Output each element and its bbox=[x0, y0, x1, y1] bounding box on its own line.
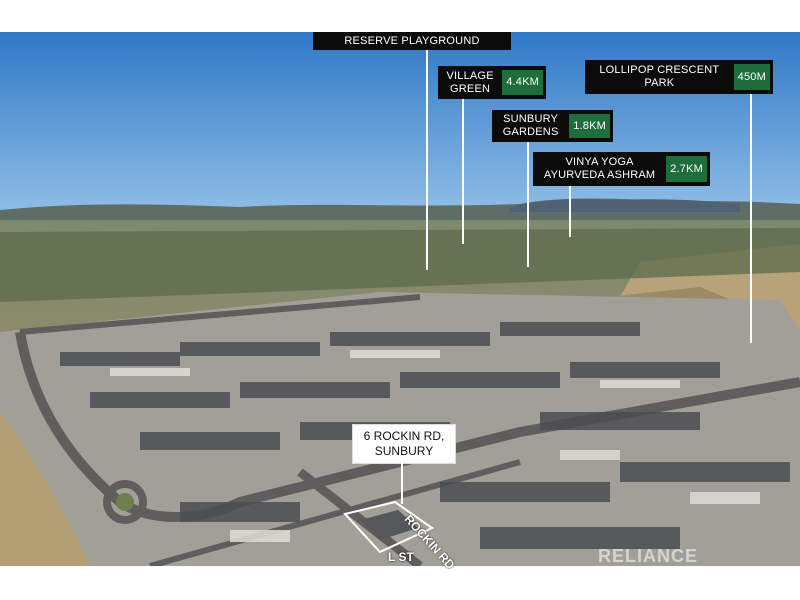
vinya-yoga-label: VINYA YOGA AYURVEDA ASHRAM 2.7KM bbox=[533, 152, 710, 186]
vinya-yoga-line2: AYURVEDA ASHRAM bbox=[543, 169, 656, 181]
address-line1: 6 ROCKIN RD, bbox=[363, 429, 445, 443]
village-green-line1: VILLAGE bbox=[446, 69, 494, 82]
lollipop-line1: LOLLIPOP CRESCENT bbox=[599, 64, 720, 76]
street-label: L ST bbox=[388, 550, 414, 564]
sunbury-gardens-distance: 1.8KM bbox=[569, 114, 610, 138]
vinya-yoga-line1: VINYA YOGA bbox=[565, 156, 634, 168]
village-green-name: VILLAGE GREEN bbox=[438, 70, 502, 96]
sunbury-gardens-name: SUNBURY GARDENS bbox=[492, 113, 569, 139]
reserve-stem bbox=[426, 48, 428, 270]
address-line2: SUNBURY bbox=[374, 444, 434, 458]
village-green-distance: 4.4KM bbox=[502, 70, 543, 95]
village-stem bbox=[462, 98, 464, 244]
sunbury-gardens-line2: GARDENS bbox=[502, 126, 559, 138]
reserve-playground-name: RESERVE PLAYGROUND bbox=[344, 34, 480, 47]
agency-watermark: RELIANCE bbox=[598, 546, 699, 566]
village-green-line2: GREEN bbox=[450, 82, 491, 95]
vinya-yoga-distance: 2.7KM bbox=[666, 156, 707, 182]
sunbury-gardens-label: SUNBURY GARDENS 1.8KM bbox=[492, 110, 613, 142]
lollipop-line2: PARK bbox=[644, 77, 675, 89]
lollipop-crescent-park-label: LOLLIPOP CRESCENT PARK 450M bbox=[585, 60, 773, 94]
reserve-playground-label: RESERVE PLAYGROUND bbox=[313, 32, 511, 50]
sunbury-gardens-line1: SUNBURY bbox=[503, 113, 559, 125]
address-callout: 6 ROCKIN RD, SUNBURY bbox=[352, 424, 456, 464]
vinya-stem bbox=[569, 185, 571, 237]
sunbury-stem bbox=[527, 141, 529, 267]
vinya-yoga-name: VINYA YOGA AYURVEDA ASHRAM bbox=[533, 156, 666, 182]
lollipop-crescent-park-name: LOLLIPOP CRESCENT PARK bbox=[585, 64, 734, 90]
address-stem bbox=[401, 462, 403, 504]
lollipop-distance: 450M bbox=[733, 64, 770, 90]
lollipop-stem bbox=[750, 93, 752, 343]
aerial-photo bbox=[0, 32, 800, 566]
village-green-label: VILLAGE GREEN 4.4KM bbox=[438, 66, 546, 99]
